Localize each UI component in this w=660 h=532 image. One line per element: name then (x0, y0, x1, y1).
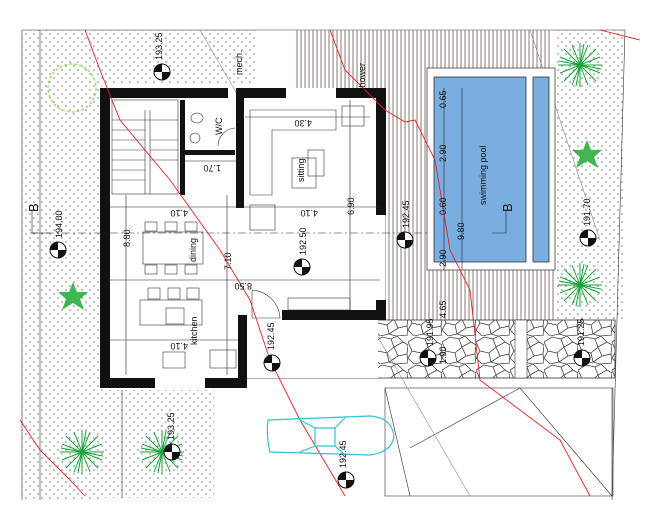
swimming-pool (426, 67, 556, 271)
elevation-marker-icon (337, 471, 355, 489)
elevation-label: 193.25 (154, 32, 164, 60)
room-label-wc: W/C (214, 117, 224, 135)
section-mark-right: B (500, 203, 515, 212)
deck-bottom (425, 270, 555, 320)
garden-bottom (102, 390, 214, 498)
elevation-label: 193.25 (166, 412, 176, 440)
car-icon (266, 415, 395, 456)
room-label-pool: swimming pool (478, 145, 488, 205)
dim-label: 8.50 (234, 281, 252, 291)
room-label-dining: dining (188, 238, 198, 262)
elevation-label: 194.00 (54, 210, 64, 238)
room-label-sitting: sitting (296, 158, 306, 182)
dim-label: 7.10 (223, 252, 233, 270)
garden-left (22, 30, 102, 500)
room-label-mech: mech. (234, 50, 244, 75)
elevation-marker-icon (163, 443, 181, 461)
dim-label: 4.65 (438, 300, 448, 318)
contour-lines (19, 29, 641, 497)
tree-icon (47, 63, 97, 113)
dim-label: 4.30 (294, 118, 312, 128)
room-label-shower: shower (357, 63, 367, 92)
room-label-kitchen: kitchen (189, 316, 199, 345)
elevation-label: 191.25 (576, 318, 586, 346)
house (30, 88, 430, 388)
dim-label: 4.10 (300, 208, 318, 218)
dim-label: 4.10 (170, 341, 188, 351)
dim-label: 2.90 (438, 144, 448, 162)
dim-label: 0.60 (438, 197, 448, 215)
elevation-label: 192.45 (266, 322, 276, 350)
dim-label: 9.80 (456, 222, 466, 240)
deck-right (385, 88, 427, 320)
section-mark-left: B (26, 203, 41, 212)
elevation-marker-icon (573, 349, 591, 367)
elevation-marker-icon (579, 229, 597, 247)
palm-icon (59, 429, 105, 475)
garden-right (555, 30, 625, 320)
elevation-marker-icon (153, 63, 171, 81)
elevation-marker-icon (49, 241, 67, 259)
shrub-icon (58, 282, 88, 310)
palm-icon (557, 262, 603, 308)
dim-label: 1.90 (438, 346, 448, 364)
dim-label: 8.80 (122, 229, 132, 247)
dim-label: 1.70 (203, 163, 221, 173)
elevation-marker-icon (419, 349, 437, 367)
elevation-label: 191.95 (425, 318, 435, 346)
dim-label: 0.65 (438, 90, 448, 108)
dim-label: 2.90 (438, 249, 448, 267)
dim-label: 4.10 (170, 208, 188, 218)
dim-label: 6.90 (346, 197, 356, 215)
elevation-label: 192.45 (338, 440, 348, 468)
palm-icon (557, 42, 603, 88)
elevation-marker-icon (263, 354, 281, 372)
elevation-label: 192.50 (298, 227, 308, 255)
elevation-marker-icon (396, 231, 414, 249)
elevation-label: 191.70 (582, 198, 592, 226)
garden-top (102, 30, 257, 85)
elevation-label: 192.45 (401, 200, 411, 228)
elevation-marker-icon (293, 258, 311, 276)
shrub-icon (572, 140, 602, 168)
